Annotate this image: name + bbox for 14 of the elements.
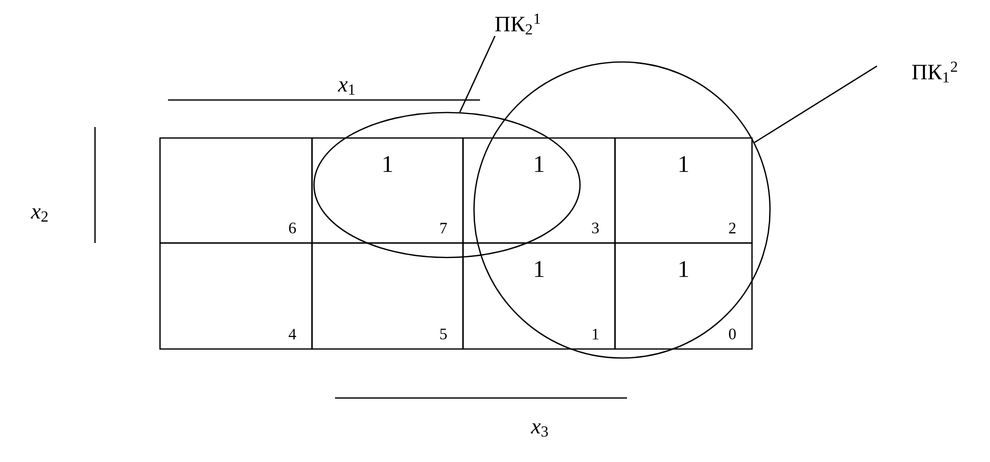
map-cell: 4	[159, 242, 313, 350]
group-label: ПК$_{1}$2	[912, 62, 958, 82]
map-cell: 1 1	[462, 242, 616, 350]
map-cell: 1 3	[462, 137, 616, 244]
grouping-ellipse	[313, 112, 581, 258]
leader-line	[459, 36, 496, 112]
grouping-circle	[473, 61, 771, 359]
leader-line	[754, 65, 878, 144]
map-cell: 6	[159, 137, 313, 244]
variable-label: x$_{1}$	[338, 81, 355, 95]
variable-label: x$_{3}$	[530, 423, 548, 437]
map-cell: 5	[311, 242, 464, 350]
variable-label: x$_{2}$	[30, 208, 48, 222]
group-label: ПК$_{2}$1	[495, 14, 540, 34]
